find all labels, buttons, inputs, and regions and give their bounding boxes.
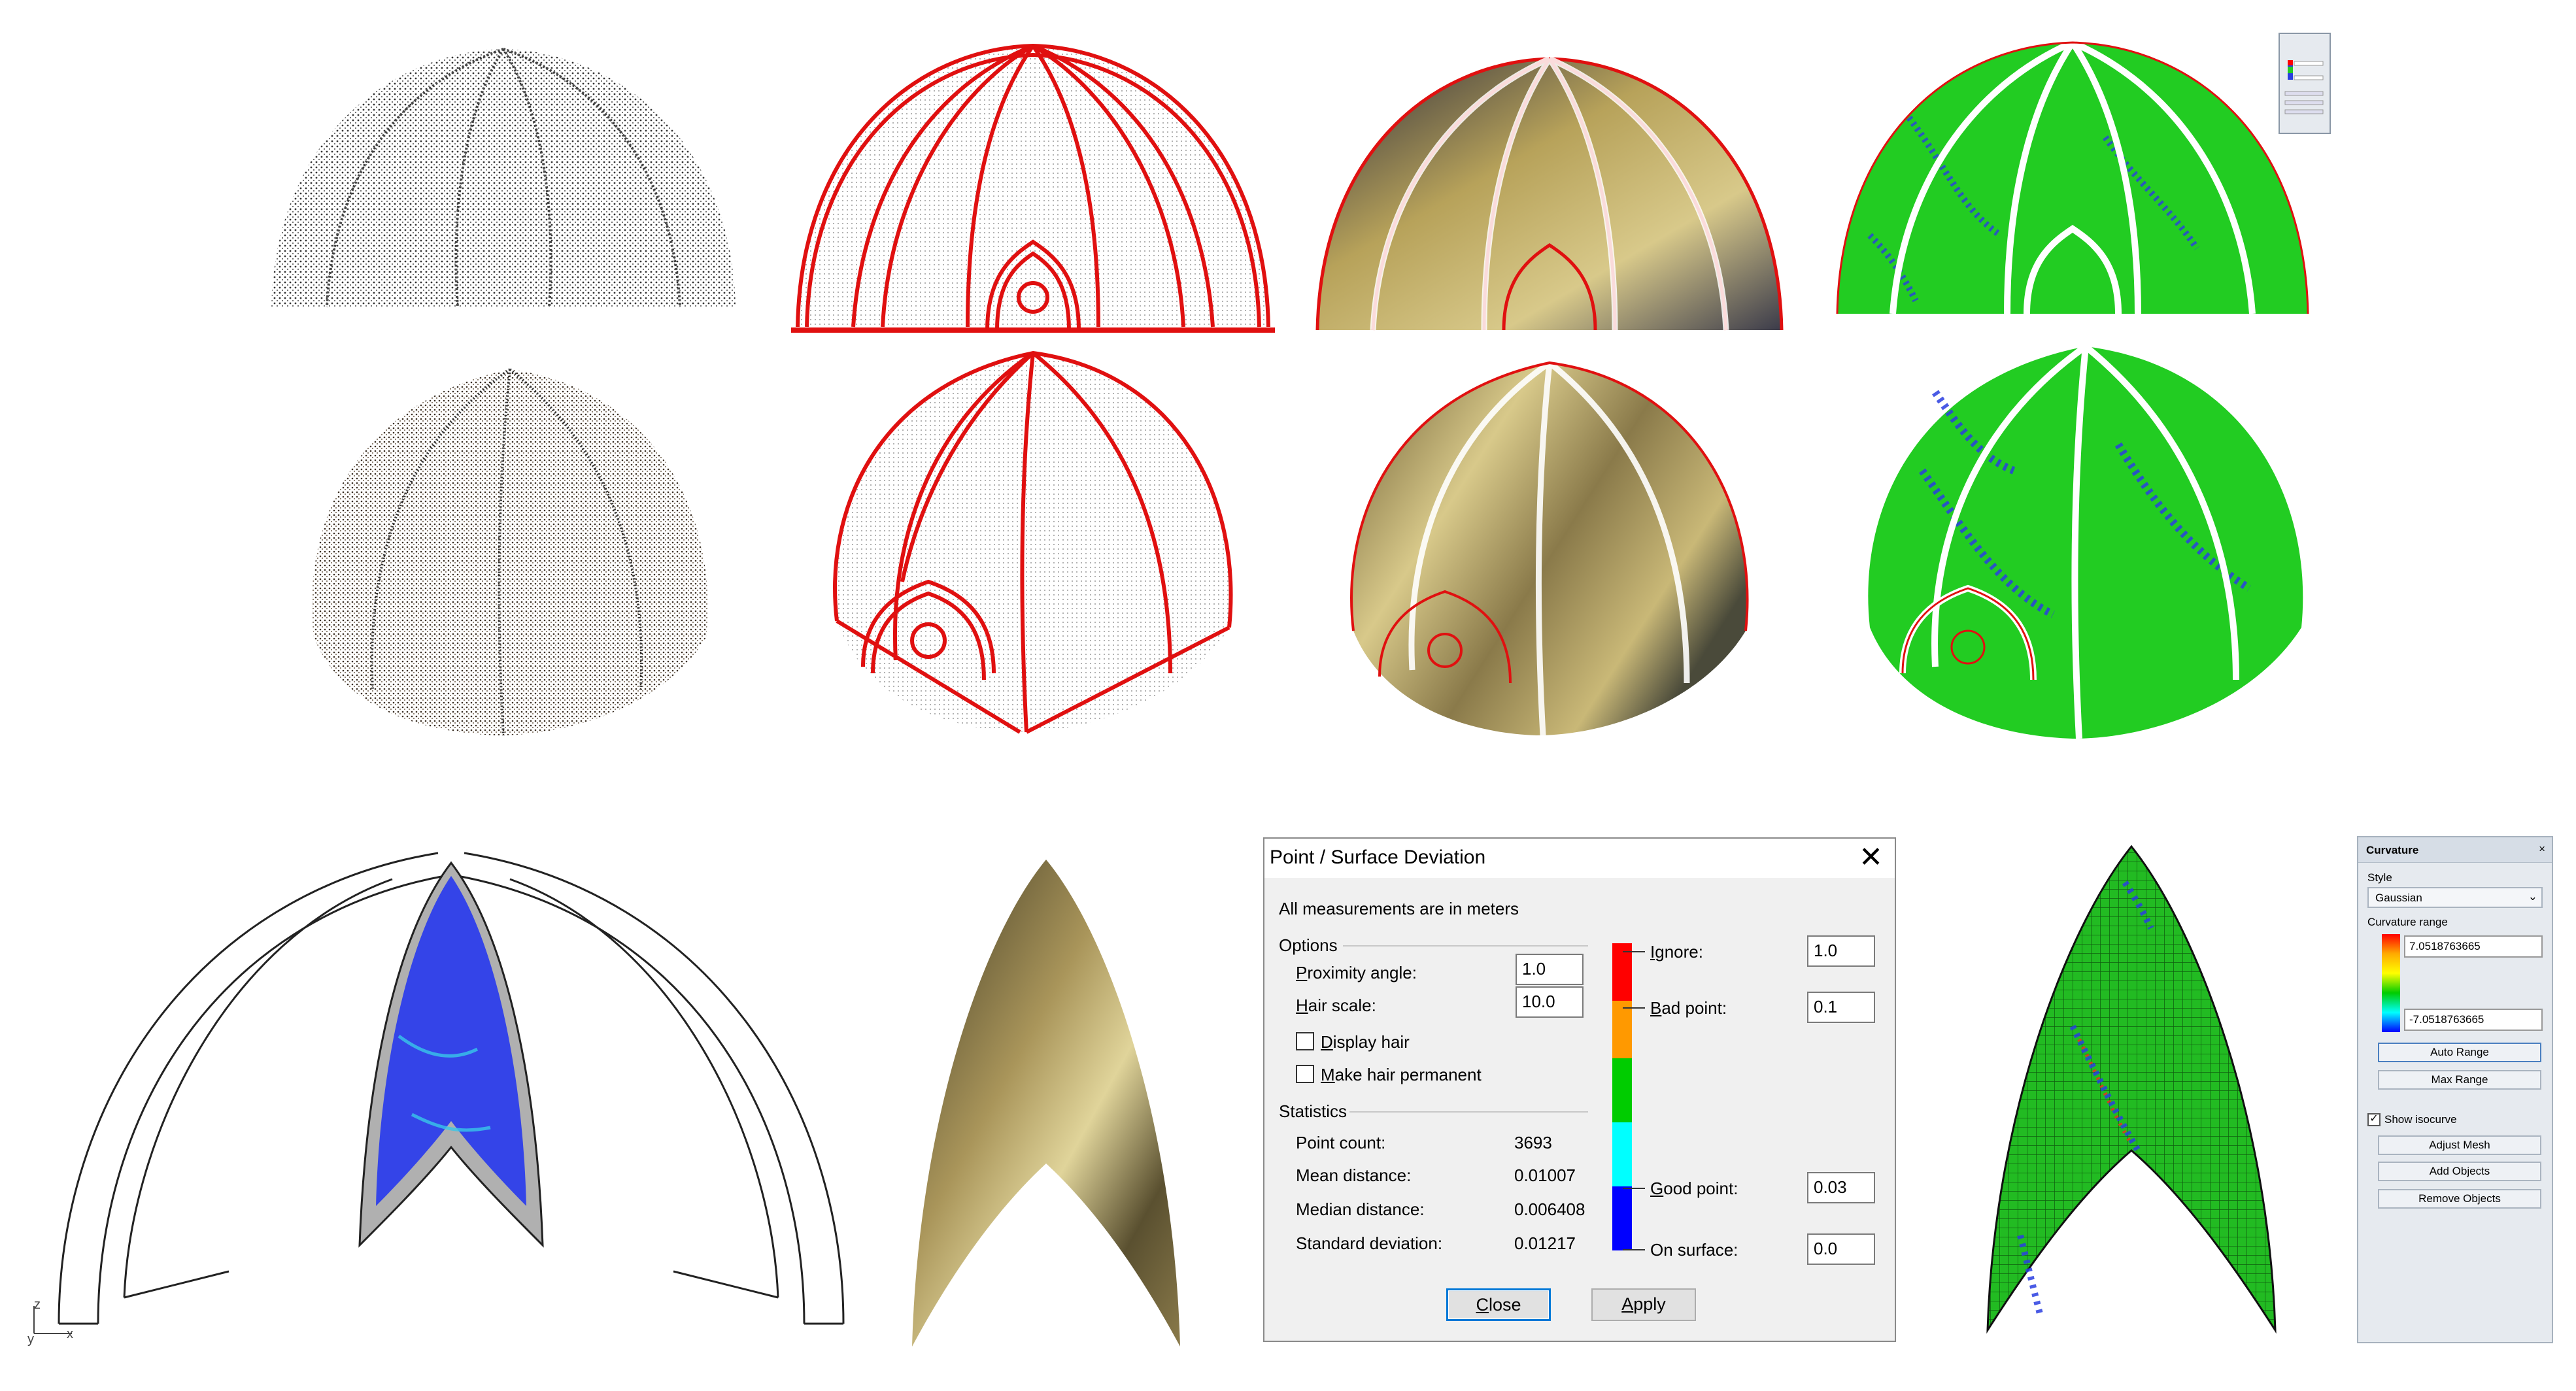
stat-label-standard-deviation: Standard deviation: [1296, 1233, 1443, 1253]
bad-point-tick [1623, 1007, 1645, 1009]
make-hair-permanent-checkbox[interactable] [1296, 1065, 1314, 1083]
proximity-angle-input[interactable]: 1.0 [1516, 954, 1584, 985]
stat-value-point-count: 3693 [1514, 1133, 1552, 1152]
axis-z-label: z [34, 1298, 41, 1312]
curvature-dome-angle [1857, 340, 2314, 745]
display-hair-checkbox[interactable] [1296, 1032, 1314, 1050]
color-cyan [1612, 1122, 1632, 1186]
curvature-min-input[interactable]: -7.0518763665 [2404, 1009, 2543, 1031]
statistics-divider [1349, 1111, 1588, 1113]
show-isocurve-label: Show isocurve [2384, 1113, 2457, 1126]
style-select-value: Gaussian [2375, 892, 2422, 904]
hair-scale-input[interactable]: 10.0 [1516, 986, 1584, 1018]
stat-label-mean-distance: Mean distance: [1296, 1165, 1412, 1185]
auto-range-button[interactable]: Auto Range [2378, 1043, 2541, 1062]
remove-objects-button[interactable]: Remove Objects [2378, 1189, 2541, 1209]
dialog-titlebar: Point / Surface Deviation ✕ [1264, 839, 1895, 878]
curvature-max-input[interactable]: 7.0518763665 [2404, 935, 2543, 958]
ignore-tick [1623, 951, 1645, 952]
curvature-dome-front [1831, 39, 2314, 327]
max-range-button[interactable]: Max Range [2378, 1070, 2541, 1090]
chevron-down-icon: ⌄ [2528, 890, 2537, 903]
curvature-range-label: Curvature range [2367, 916, 2448, 928]
axis-x-label: x [67, 1327, 73, 1341]
stat-value-median-distance: 0.006408 [1514, 1199, 1585, 1219]
point-cloud-dome-front [268, 46, 739, 314]
stat-value-standard-deviation: 0.01217 [1514, 1233, 1576, 1253]
adjust-mesh-button[interactable]: Adjust Mesh [2378, 1135, 2541, 1155]
dialog-title: Point / Surface Deviation [1270, 846, 1486, 868]
stat-label-median-distance: Median distance: [1296, 1199, 1425, 1219]
curvature-gradient-bar [2382, 934, 2400, 1032]
style-select[interactable]: Gaussian ⌄ [2367, 887, 2543, 908]
style-label: Style [2367, 871, 2392, 884]
ignore-label: Ignore: [1650, 942, 1703, 962]
proximity-angle-label: Proximity angle: [1296, 963, 1417, 982]
close-button[interactable]: Close [1446, 1288, 1551, 1321]
stat-label-point-count: Point count: [1296, 1133, 1386, 1152]
metallic-dome-angle [1340, 356, 1759, 742]
color-blue [1612, 1186, 1632, 1250]
curvature-titlebar [2358, 837, 2552, 863]
wireframe-dome-angle [824, 346, 1242, 739]
dome-segment-deviation-wireframe [33, 840, 870, 1350]
point-surface-deviation-dialog: Point / Surface Deviation ✕ All measurem… [1263, 837, 1896, 1342]
color-orange [1612, 1001, 1632, 1058]
color-red [1612, 943, 1632, 1001]
curvature-panel: Curvature × Style Gaussian ⌄ Curvature r… [2357, 836, 2553, 1343]
ignore-input[interactable]: 1.0 [1807, 935, 1875, 967]
on-surface-label: On surface: [1650, 1240, 1738, 1260]
metallic-segment [906, 856, 1187, 1350]
units-note: All measurements are in meters [1279, 899, 1519, 918]
metallic-dome-front [1314, 56, 1785, 343]
add-objects-button[interactable]: Add Objects [2378, 1162, 2541, 1181]
apply-button[interactable]: Apply [1591, 1288, 1696, 1321]
curvature-segment [1981, 843, 2282, 1333]
make-hair-permanent-label: Make hair permanent [1321, 1065, 1482, 1084]
axis-indicator [26, 1301, 85, 1347]
axis-y-label: y [27, 1332, 34, 1347]
options-divider [1343, 945, 1588, 947]
bad-point-input[interactable]: 0.1 [1807, 992, 1875, 1023]
point-cloud-dome-angle [301, 363, 719, 742]
curvature-title: Curvature [2366, 844, 2419, 856]
deviation-color-bar [1612, 943, 1632, 1250]
options-group-label: Options [1279, 935, 1338, 955]
wireframe-dome-front [791, 39, 1275, 346]
hair-scale-label: Hair scale: [1296, 996, 1376, 1015]
color-green [1612, 1058, 1632, 1122]
good-point-tick [1623, 1188, 1645, 1189]
bad-point-label: Bad point: [1650, 998, 1727, 1018]
display-hair-label: Display hair [1321, 1032, 1410, 1052]
close-icon[interactable]: ✕ [1859, 841, 1883, 873]
good-point-label: Good point: [1650, 1179, 1738, 1198]
on-surface-input[interactable]: 0.0 [1807, 1233, 1875, 1265]
stat-value-mean-distance: 0.01007 [1514, 1165, 1576, 1185]
show-isocurve-checkbox[interactable]: ✓ [2367, 1113, 2381, 1126]
curvature-close-icon[interactable]: × [2539, 843, 2545, 855]
statistics-group-label: Statistics [1279, 1101, 1347, 1121]
mini-curvature-panel-thumbnail [2279, 33, 2331, 134]
good-point-input[interactable]: 0.03 [1807, 1172, 1875, 1203]
on-surface-tick [1623, 1249, 1645, 1250]
